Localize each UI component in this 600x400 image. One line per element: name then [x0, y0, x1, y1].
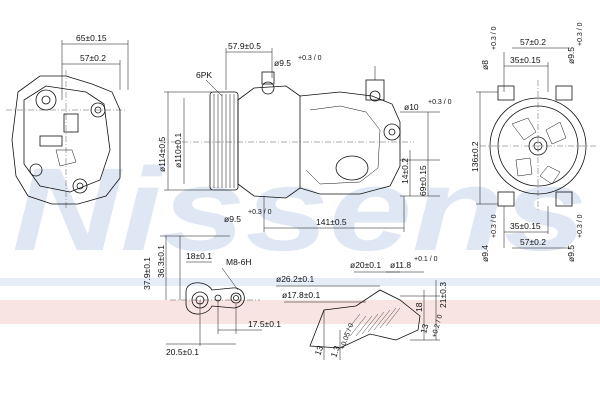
watermark-stripe-red — [0, 300, 600, 324]
side-belt-label: 6PK — [196, 70, 212, 80]
side-dim-port-bottom: ø9.5 — [224, 214, 241, 224]
rear-hole-top-left: ø8 — [480, 60, 490, 70]
side-dim-port-side: ø10 — [404, 102, 419, 112]
rear-tol-top-right: +0.3 / 0 — [577, 22, 584, 46]
section-dim-e: 18 — [414, 302, 424, 312]
rear-tol-top-left: +0.3 / 0 — [491, 26, 498, 50]
side-view: 57.9±0.5 ø9.5 +0.3 / 0 6PK ø114±0.5 ø110… — [157, 41, 452, 232]
section-dim-d: ø17.8±0.1 — [282, 290, 320, 300]
rear-dim-height: 136±0.2 — [470, 141, 480, 172]
section-hatching — [343, 307, 401, 337]
rear-hole-bottom-right: ø9.5 — [566, 245, 576, 262]
side-dim-port-top: ø9.5 — [274, 58, 291, 68]
side-dim-h2: 69±0.15 — [418, 165, 428, 196]
rear-tol-bottom-right: +0.3 / 0 — [577, 214, 584, 238]
section-tol-c: +0.1 / 0 — [414, 256, 438, 263]
section-detail: ø26.2±0.1 ø20±0.1 ø11.8 +0.1 / 0 ø17.8±0… — [276, 256, 448, 360]
rear-dim-bottom-half: 35±0.15 — [510, 221, 541, 231]
section-dim-i: 1.3 — [328, 344, 342, 359]
rear-tol-bottom-left: +0.3 / 0 — [491, 214, 498, 238]
side-dim-top: 57.9±0.5 — [228, 41, 261, 51]
rear-view: 57±0.2 35±0.15 ø8 +0.3 / 0 ø9.5 +0.3 / 0… — [470, 22, 596, 262]
side-dim-pulley-outer: ø114±0.5 — [157, 137, 167, 172]
port-dim-h2: 20.5±0.1 — [166, 347, 199, 357]
section-dim-c: ø11.8 — [390, 260, 411, 270]
section-dim-f: 21±0.3 — [438, 282, 448, 308]
rear-dim-top-width: 57±0.2 — [520, 37, 546, 47]
port-dim-h1: 17.5±0.1 — [248, 319, 281, 329]
front-dim-mount: 57±0.2 — [80, 53, 106, 63]
side-dim-length: 141±0.5 — [316, 217, 347, 227]
port-detail: 36.3±0.1 37.9±0.1 18±0.1 M8-6H 17.5±0.1 … — [142, 235, 281, 357]
side-dim-h1: 14±0.2 — [400, 158, 410, 184]
rear-dim-top-half: 35±0.15 — [510, 55, 541, 65]
pulley-grooves — [213, 94, 235, 188]
side-tol-port-top: +0.3 / 0 — [298, 55, 322, 62]
rear-hole-top-right: ø9.5 — [566, 47, 576, 64]
rear-hole-bottom-left: ø9.4 — [480, 245, 490, 262]
section-dim-h: 13 — [418, 323, 430, 335]
section-tol-i: +0.05 / 0 — [339, 322, 355, 350]
port-dim-v3: 18±0.1 — [186, 251, 212, 261]
side-tol-port-side: +0.3 / 0 — [428, 99, 452, 106]
section-dim-a: ø26.2±0.1 — [276, 274, 314, 284]
port-dim-v1: 36.3±0.1 — [156, 245, 166, 278]
watermark-stripe-blue — [0, 278, 600, 286]
watermark: Nissens — [0, 144, 600, 324]
port-dim-v2: 37.9±0.1 — [142, 257, 152, 290]
side-dim-pulley-inner: ø110±0.1 — [173, 133, 183, 168]
front-dim-overall: 65±0.15 — [76, 33, 107, 43]
side-tol-port-bottom: +0.3 / 0 — [248, 209, 272, 216]
section-dim-b: ø20±0.1 — [350, 260, 381, 270]
rear-dim-bottom-width: 57±0.2 — [520, 237, 546, 247]
watermark-logo-text: Nissens — [12, 144, 587, 276]
section-dim-g: 13 — [312, 344, 325, 357]
front-view: 65±0.15 57±0.2 — [6, 33, 129, 208]
port-thread: M8-6H — [226, 257, 252, 267]
